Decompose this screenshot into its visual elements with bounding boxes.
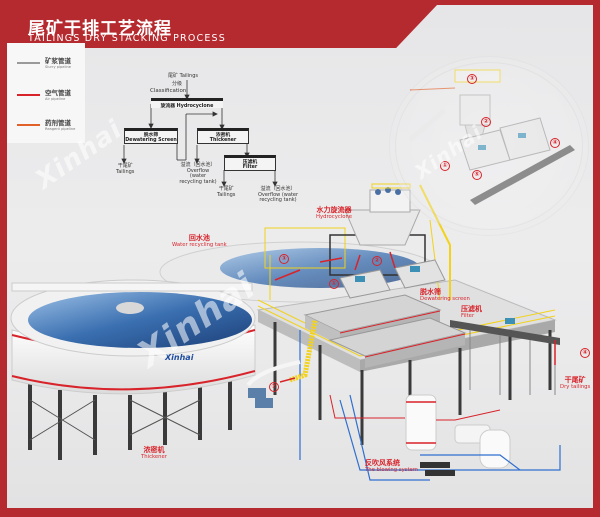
legend-item-slurry: 矿浆管道 Slurry pipeline (7, 55, 85, 75)
legend-item-air: 空气管道 Air pipeline (7, 87, 85, 107)
title-banner (7, 5, 437, 48)
page-title-en: TAILINGS DRY STACKING PROCESS (28, 33, 226, 44)
process-canvas: Xinhai (7, 5, 593, 508)
legend-item-reagent: 药剂管道 Reagent pipeline (7, 117, 85, 137)
hydrocyclone-detail-inset (395, 62, 583, 230)
air-line-icon (17, 94, 40, 96)
pipeline-legend: 矿浆管道 Slurry pipeline 空气管道 Air pipeline 药… (7, 43, 85, 143)
page-title-cn: 尾矿干排工艺流程 (28, 19, 172, 39)
flow-connectors (121, 80, 278, 187)
slurry-line-icon (17, 62, 40, 64)
reagent-line-icon (17, 124, 40, 126)
process-flowchart: 尾矿 Tailings 分级 Classification (7, 5, 593, 508)
flow-box-hydrocyclone: 旋流器 Hydrocyclone (151, 98, 223, 109)
svg-text:Xinhai: Xinhai (164, 353, 194, 362)
